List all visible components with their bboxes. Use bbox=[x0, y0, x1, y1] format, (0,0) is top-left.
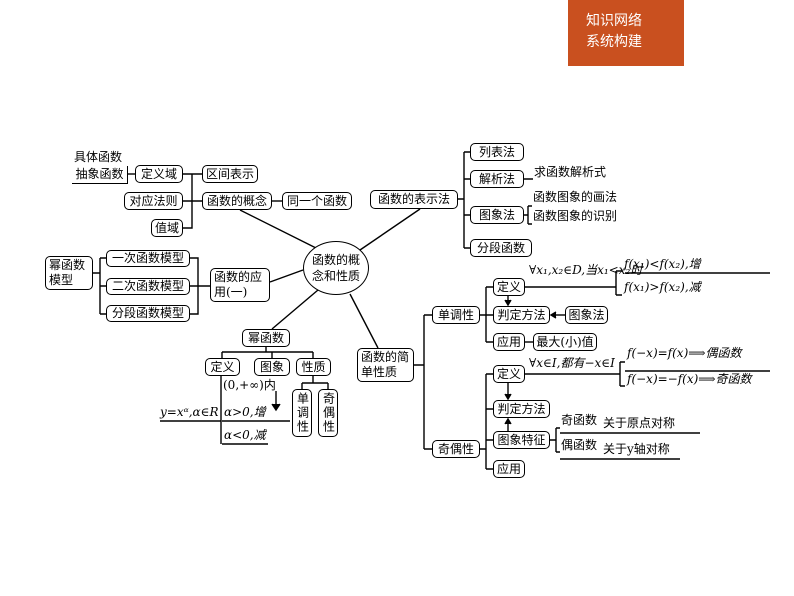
power-increase: α>0,增 bbox=[224, 405, 266, 419]
even-function: 偶函数 bbox=[561, 438, 598, 452]
power-decrease: α<0,减 bbox=[224, 428, 266, 442]
section-header: 知识网络系统构建 bbox=[568, 0, 684, 66]
same-function-node: 同一个函数 bbox=[282, 192, 352, 210]
parity-apply-node: 应用 bbox=[493, 460, 525, 478]
parity-judge-node: 判定方法 bbox=[493, 400, 550, 418]
power-model-node: 幂函数模型 bbox=[45, 256, 93, 290]
center-label: 函数的概念和性质 bbox=[311, 253, 360, 283]
piecewise-model-node: 分段函数模型 bbox=[106, 305, 190, 322]
graph-recognition: 函数图象的识别 bbox=[533, 209, 618, 223]
power-formula: y=xᵅ,α∈R bbox=[160, 405, 219, 419]
mono-judge-node: 判定方法 bbox=[493, 306, 550, 324]
power-def-node: 定义 bbox=[205, 358, 240, 376]
mono-def-node: 定义 bbox=[493, 278, 525, 296]
interval-node: 区间表示 bbox=[202, 165, 258, 183]
odd-condition: f(−x)=−f(x)⟹奇函数 bbox=[627, 372, 752, 386]
simple-props-node: 函数的简单性质 bbox=[357, 348, 414, 382]
specific-function: 具体函数 bbox=[74, 150, 123, 164]
domain-node: 定义域 bbox=[135, 165, 183, 183]
application-node: 函数的应用(一) bbox=[210, 268, 270, 302]
range-node: 值域 bbox=[151, 219, 183, 237]
center-node: 函数的概念和性质 bbox=[303, 241, 369, 295]
quadratic-model-node: 二次函数模型 bbox=[106, 278, 190, 295]
power-interval: (0,+∞)内 bbox=[223, 378, 276, 392]
y-axis-symmetry: 关于y轴对称 bbox=[603, 442, 670, 456]
abstract-function: 抽象函数 bbox=[72, 166, 128, 184]
power-graph-node: 图象 bbox=[254, 358, 290, 376]
mono-graph-node: 图象法 bbox=[565, 306, 608, 324]
representation-node: 函数的表示法 bbox=[370, 190, 458, 209]
concept-node: 函数的概念 bbox=[202, 192, 272, 210]
odd-function: 奇函数 bbox=[561, 413, 598, 427]
header-line1: 知识网络 bbox=[586, 13, 642, 29]
analytic-method-node: 解析法 bbox=[470, 170, 524, 188]
origin-symmetry: 关于原点对称 bbox=[603, 416, 676, 430]
power-parity-node: 奇偶性 bbox=[318, 389, 338, 437]
power-function-node: 幂函数 bbox=[242, 329, 290, 347]
piecewise-node: 分段函数 bbox=[470, 239, 532, 257]
parity-node: 奇偶性 bbox=[432, 440, 480, 458]
find-expression: 求函数解析式 bbox=[534, 165, 607, 179]
graph-drawing: 函数图象的画法 bbox=[533, 190, 618, 204]
power-prop-node: 性质 bbox=[296, 358, 331, 376]
graph-method-node: 图象法 bbox=[470, 206, 524, 224]
mono-decrease: f(x₁)>f(x₂),减 bbox=[624, 280, 701, 294]
rule-node: 对应法则 bbox=[124, 192, 183, 210]
power-mono-node: 单调性 bbox=[292, 389, 312, 437]
table-method-node: 列表法 bbox=[470, 143, 524, 161]
extreme-node: 最大(小)值 bbox=[533, 333, 597, 351]
parity-condition: ∀x∈I,都有−x∈I bbox=[529, 356, 615, 370]
mono-condition: ∀x₁,x₂∈D,当x₁<x₂时 bbox=[529, 263, 643, 277]
mono-apply-node: 应用 bbox=[493, 333, 525, 351]
parity-def-node: 定义 bbox=[493, 365, 525, 383]
graph-feature-node: 图象特征 bbox=[493, 431, 550, 449]
header-line2: 系统构建 bbox=[586, 34, 642, 50]
even-condition: f(−x)=f(x)⟹偶函数 bbox=[627, 346, 742, 360]
linear-model-node: 一次函数模型 bbox=[106, 250, 190, 267]
mono-node: 单调性 bbox=[432, 306, 480, 324]
mono-increase: f(x₁)<f(x₂),增 bbox=[624, 257, 701, 271]
